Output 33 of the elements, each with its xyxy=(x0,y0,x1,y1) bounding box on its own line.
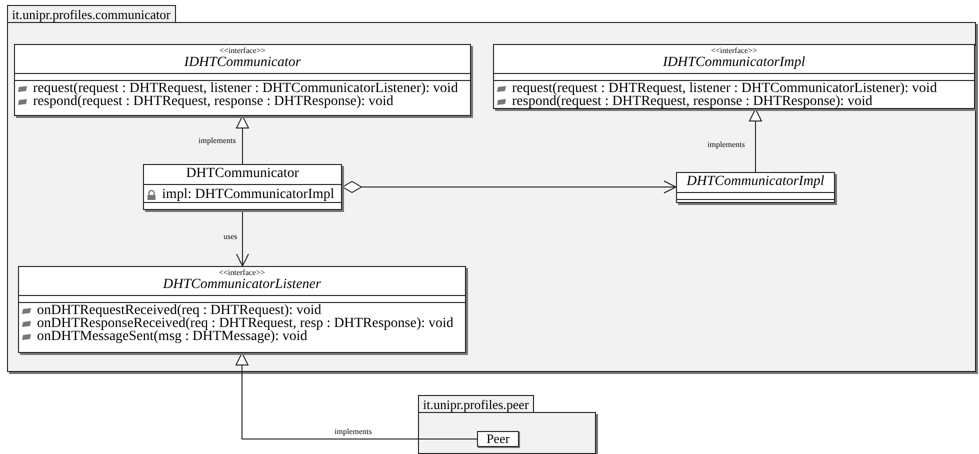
attribute: impl: DHTCommunicatorImpl xyxy=(162,188,334,201)
method-signature: respond(request : DHTRequest, response : DHTResponse): void xyxy=(512,95,872,108)
method-signature: onDHTResponseReceived(req : DHTRequest, resp : DHTResponse): void xyxy=(37,317,454,330)
edge-label: uses xyxy=(222,232,238,241)
method-signature: onDHTMessageSent(msg : DHTMessage): void xyxy=(37,330,308,343)
method-signature: request(request : DHTRequest, listener : DHTCommunicatorListener): void xyxy=(33,82,458,95)
class-box xyxy=(676,172,835,203)
package-name: it.unipr.profiles.peer xyxy=(418,395,534,412)
package-name: it.unipr.profiles.communicator xyxy=(7,5,176,22)
interface-name: IDHTCommunicator xyxy=(183,55,302,71)
class-box xyxy=(477,431,519,447)
interface-box xyxy=(493,44,975,109)
stereotype: <<interface>> xyxy=(710,46,758,55)
realization-arrow xyxy=(236,352,478,440)
realization-arrow xyxy=(236,116,249,164)
method-signature: respond(request : DHTRequest, response : DHTResponse): void xyxy=(33,95,394,108)
interface-name: IDHTCommunicatorImpl xyxy=(662,55,806,71)
class-box xyxy=(143,164,342,210)
stereotype: <<interface>> xyxy=(218,46,267,55)
interface-box xyxy=(18,266,466,353)
association-arrow xyxy=(342,180,676,194)
association-arrow xyxy=(236,210,249,266)
realization-arrow xyxy=(749,108,762,172)
stereotype: <<interface>> xyxy=(218,268,266,277)
edge-label: implements xyxy=(198,136,237,145)
class-name: DHTCommunicatorImpl xyxy=(686,174,826,190)
interface-box xyxy=(14,44,471,116)
class-name: Peer xyxy=(485,432,511,446)
method-signature: request(request : DHTRequest, listener : DHTCommunicatorListener): void xyxy=(512,82,937,95)
class-name: DHTCommunicator xyxy=(185,166,300,182)
method-signature: onDHTRequestReceived(req : DHTRequest): void xyxy=(37,304,322,317)
edge-label: implements xyxy=(334,427,373,436)
interface-name: DHTCommunicatorListener xyxy=(162,277,322,293)
